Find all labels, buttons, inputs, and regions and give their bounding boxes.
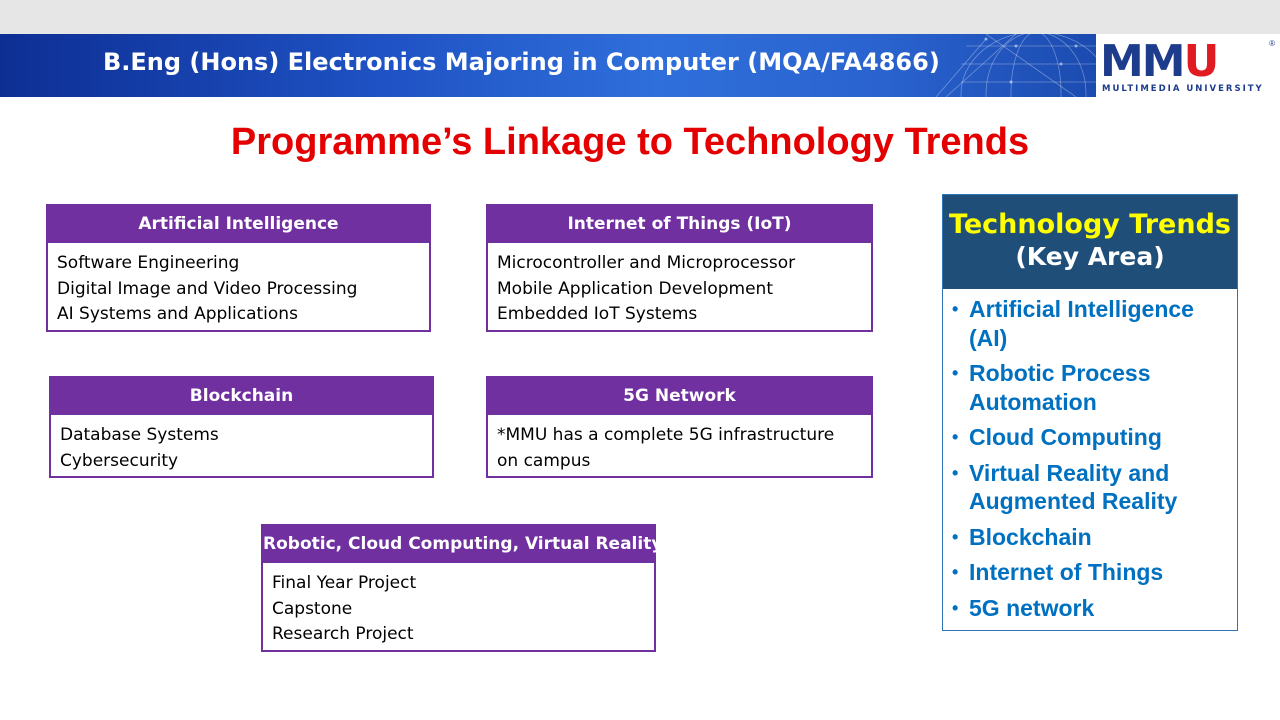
trend-item-line: (AI) [969, 324, 1008, 351]
course-item: AI Systems and Applications [57, 304, 298, 324]
course-box-robotic-cloud-vr: Robotic, Cloud Computing, Virtual Realit… [261, 524, 662, 652]
trend-item: • Cloud Computing [952, 423, 1237, 452]
trends-title: Technology Trends [949, 209, 1231, 240]
logo-letter-u: U [1183, 36, 1220, 87]
course-box-body: Microcontroller and Microprocessor Mobil… [488, 246, 871, 328]
bullet-icon: • [952, 597, 959, 618]
logo-letter-m1: M [1100, 36, 1144, 87]
course-item: Research Project [272, 624, 414, 644]
course-box-header: Blockchain [51, 378, 432, 418]
registered-mark: ® [1269, 39, 1275, 48]
trends-header: Technology Trends (Key Area) [943, 195, 1237, 289]
logo-letter-m2: M [1141, 36, 1186, 87]
course-box-body: Database Systems Cybersecurity [51, 418, 432, 474]
mmu-logo-wordmark: MMU [1100, 40, 1219, 84]
trend-item: • Blockchain [952, 523, 1237, 552]
trend-item-line: Internet of Things [969, 559, 1164, 585]
course-item: Software Engineering [57, 253, 240, 273]
trend-item-line: Automation [969, 388, 1097, 415]
course-box-header: Internet of Things (IoT) [488, 206, 871, 246]
course-item: Cybersecurity [60, 450, 179, 471]
course-box-blockchain: Blockchain Database Systems Cybersecurit… [49, 376, 434, 478]
course-item: Digital Image and Video Processing [57, 278, 358, 299]
trend-item-line: Blockchain [969, 523, 1092, 550]
course-box-5g: 5G Network *MMU has a complete 5G infras… [486, 376, 873, 478]
trend-item-line: Virtual Reality and [969, 459, 1170, 486]
technology-trends-panel: Technology Trends (Key Area) • Artificial… [942, 194, 1238, 631]
trend-item-line: Augmented Reality [969, 488, 1178, 514]
course-item: on campus [497, 450, 591, 471]
course-item: Mobile Application Development [497, 278, 774, 299]
course-box-body: Final Year Project Capstone Research Pro… [263, 566, 654, 648]
course-item: Database Systems [60, 425, 219, 445]
trend-item: • 5G network [952, 594, 1237, 623]
bullet-icon: • [952, 526, 959, 547]
top-strip [0, 0, 1280, 34]
trends-subtitle: (Key Area) [1015, 242, 1165, 271]
bullet-icon: • [952, 462, 959, 483]
course-box-iot: Internet of Things (IoT) Microcontroller… [486, 204, 873, 332]
course-item: Microcontroller and Microprocessor [497, 253, 796, 273]
trend-item-line: Robotic Process [969, 360, 1151, 386]
course-box-body: *MMU has a complete 5G infrastructure on… [488, 418, 871, 474]
course-box-header: 5G Network [488, 378, 871, 418]
trend-item-line: Cloud Computing [969, 424, 1162, 450]
course-item: Capstone [272, 598, 353, 619]
programme-title: B.Eng (Hons) Electronics Majoring in Com… [103, 48, 940, 76]
course-box-header: Artificial Intelligence [48, 206, 429, 246]
course-item: *MMU has a complete 5G infrastructure [497, 425, 835, 445]
bullet-icon: • [952, 562, 959, 582]
logo-subtitle: MULTIMEDIA UNIVERSITY [1102, 84, 1264, 94]
trend-item-line: 5G network [969, 594, 1095, 621]
course-item: Final Year Project [272, 573, 417, 593]
course-item: Embedded IoT Systems [497, 304, 698, 324]
mmu-logo: MMU ® MULTIMEDIA UNIVERSITY [1096, 34, 1280, 97]
course-box-ai: Artificial Intelligence Software Enginee… [46, 204, 431, 332]
trend-item: • Internet of Things [952, 558, 1237, 587]
bullet-icon: • [952, 299, 959, 319]
trends-list: • Artificial Intelligence(AI) • Robotic Pr… [943, 289, 1237, 622]
trend-item-line: Artificial Intelligence [969, 296, 1194, 322]
header-banner: B.Eng (Hons) Electronics Majoring in Com… [0, 34, 1096, 97]
course-box-body: Software Engineering Digital Image and V… [48, 246, 429, 328]
bullet-icon: • [952, 427, 959, 447]
course-box-header: Robotic, Cloud Computing, Virtual Realit… [263, 526, 662, 566]
globe-network-graphic [935, 34, 1096, 97]
trend-item: • Artificial Intelligence(AI) [952, 295, 1237, 352]
bullet-icon: • [952, 363, 959, 383]
slide-title: Programme’s Linkage to Technology Trends [230, 121, 1030, 163]
